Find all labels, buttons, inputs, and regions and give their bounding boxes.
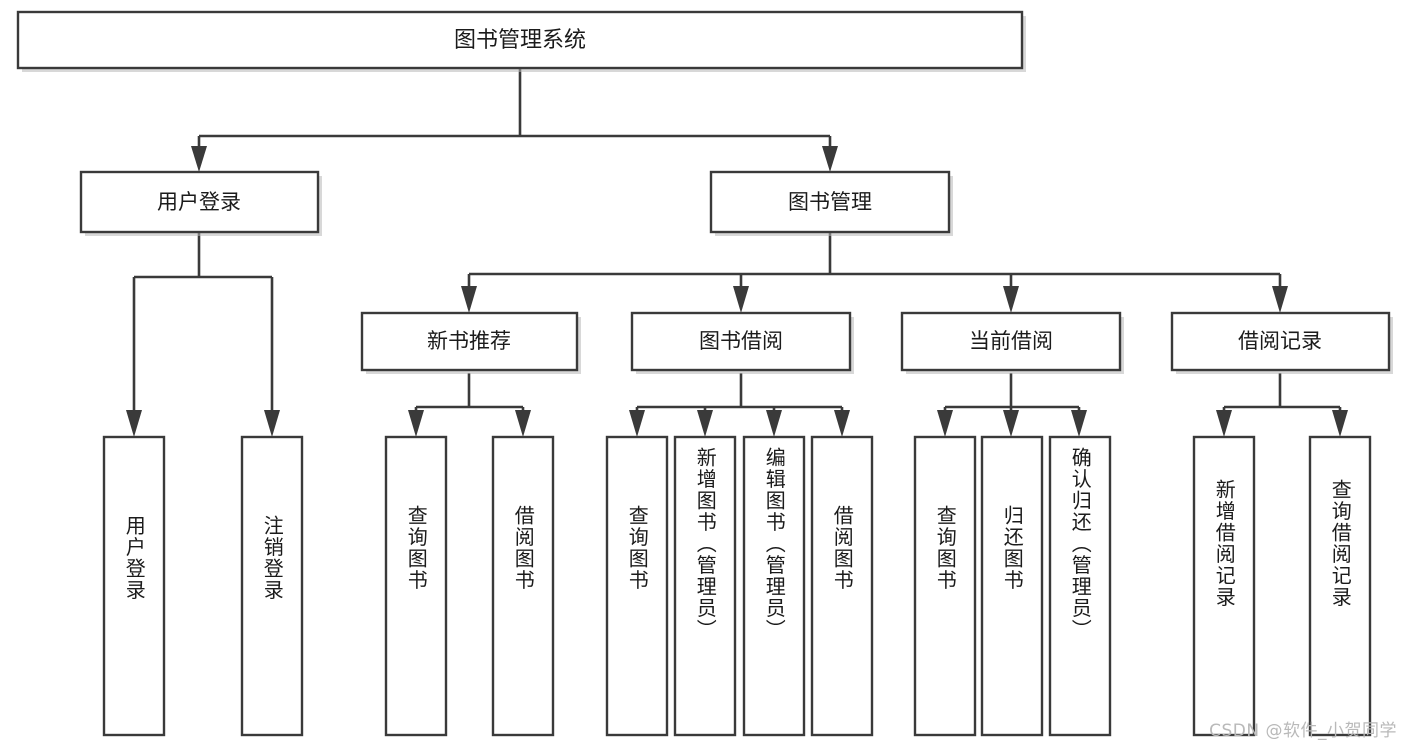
arrow-head-user-login: [191, 146, 207, 172]
arrow-head-leaf-confirm-return: [1071, 410, 1087, 437]
node-leaf-add-book[interactable]: [673, 435, 737, 737]
node-leaf-logout-login[interactable]: [240, 435, 304, 737]
node-leaf-query-book-3-box: [913, 435, 977, 737]
node-root-box: [16, 10, 1024, 70]
node-borrow-record-box: [1170, 311, 1391, 372]
node-user-login[interactable]: 用户登录: [79, 170, 322, 236]
node-leaf-edit-book[interactable]: [742, 435, 806, 737]
arrow-head-borrow-record: [1272, 286, 1288, 313]
node-new-book-recommend-label: 新书推荐: [427, 329, 511, 353]
node-root[interactable]: 图书管理系统: [16, 10, 1026, 72]
node-book-borrow-label: 图书借阅: [699, 329, 783, 353]
arrow-head-leaf-logout-login: [264, 410, 280, 437]
node-leaf-borrow-book-2[interactable]: [810, 435, 874, 737]
arrow-head-book-manage: [822, 146, 838, 172]
node-borrow-record-label: 借阅记录: [1238, 329, 1322, 353]
arrow-head-new-book-recommend: [461, 286, 477, 313]
node-leaf-return-book-box: [980, 435, 1044, 737]
connector-layer: [126, 68, 1348, 437]
node-user-login-box: [79, 170, 320, 234]
arrow-head-leaf-borrow-book-2: [834, 410, 850, 437]
arrow-head-leaf-edit-book: [766, 410, 782, 437]
node-book-borrow-box: [630, 311, 852, 372]
node-book-manage-box: [709, 170, 951, 234]
arrow-head-leaf-query-book-3: [937, 410, 953, 437]
node-leaf-add-record[interactable]: [1192, 435, 1256, 737]
node-leaf-edit-book-box: [742, 435, 806, 737]
arrow-head-leaf-borrow-book-1: [515, 410, 531, 437]
node-leaf-query-book-2[interactable]: [605, 435, 669, 737]
node-leaf-user-login[interactable]: [102, 435, 166, 737]
node-leaf-query-book-2-box: [605, 435, 669, 737]
node-leaf-return-book[interactable]: [980, 435, 1044, 737]
node-leaf-borrow-book-1-box: [491, 435, 555, 737]
node-leaf-user-login-box: [102, 435, 166, 737]
node-new-book-recommend[interactable]: 新书推荐: [360, 311, 581, 374]
node-leaf-confirm-return-box: [1048, 435, 1112, 737]
arrow-head-leaf-query-book-1: [408, 410, 424, 437]
node-leaf-query-record-box: [1308, 435, 1372, 737]
node-book-manage-label: 图书管理: [788, 190, 872, 214]
node-new-book-recommend-box: [360, 311, 579, 372]
node-leaf-query-book-1-box: [384, 435, 448, 737]
node-leaf-query-record[interactable]: [1308, 435, 1372, 737]
node-leaf-confirm-return[interactable]: [1048, 435, 1112, 737]
node-book-manage[interactable]: 图书管理: [709, 170, 953, 236]
arrow-head-leaf-return-book: [1003, 410, 1019, 437]
node-leaf-borrow-book-1[interactable]: [491, 435, 555, 737]
arrow-head-leaf-query-book-2: [629, 410, 645, 437]
node-current-borrow[interactable]: 当前借阅: [900, 311, 1124, 374]
node-current-borrow-label: 当前借阅: [969, 329, 1053, 353]
node-root-label: 图书管理系统: [454, 28, 586, 53]
node-borrow-record[interactable]: 借阅记录: [1170, 311, 1393, 374]
node-book-borrow[interactable]: 图书借阅: [630, 311, 854, 374]
arrow-head-leaf-add-record: [1216, 410, 1232, 437]
node-leaf-query-book-1[interactable]: [384, 435, 448, 737]
arrow-head-leaf-user-login: [126, 410, 142, 437]
arrow-head-leaf-query-record: [1332, 410, 1348, 437]
node-leaf-add-record-box: [1192, 435, 1256, 737]
node-user-login-label: 用户登录: [157, 190, 241, 214]
node-current-borrow-box: [900, 311, 1122, 372]
node-leaf-add-book-box: [673, 435, 737, 737]
arrow-head-current-borrow: [1003, 286, 1019, 313]
node-leaf-borrow-book-2-box: [810, 435, 874, 737]
node-leaf-query-book-3[interactable]: [913, 435, 977, 737]
arrow-head-book-borrow: [733, 286, 749, 313]
node-leaf-logout-login-box: [240, 435, 304, 737]
node-layer: 图书管理系统 用户登录 图书管理 新书推荐 图书: [16, 10, 1393, 737]
arrow-head-leaf-add-book: [697, 410, 713, 437]
